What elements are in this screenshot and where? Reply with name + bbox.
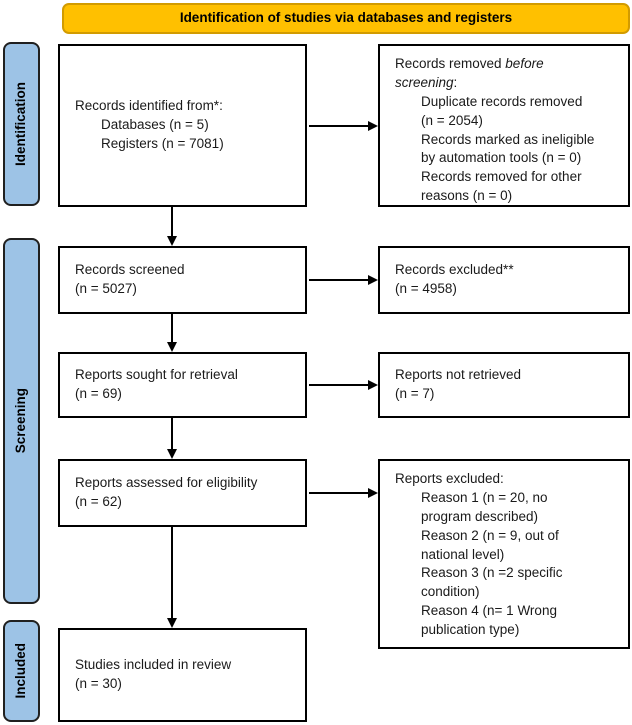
box-line: screening: <box>395 74 620 93</box>
arrow-assessed-to-excluded <box>309 488 378 498</box>
box-item: Reason 3 (n =2 specific condition) <box>421 564 620 602</box>
box-reports-not-retrieved: Reports not retrieved (n = 7) <box>378 352 630 418</box>
box-line: (n = 7) <box>395 386 435 401</box>
banner: Identification of studies via databases … <box>62 3 630 34</box>
box-reports-sought: Reports sought for retrieval (n = 69) <box>58 352 307 418</box>
arrow-sought-to-assessed <box>167 418 177 459</box>
box-records-removed: Records removed before screening: Duplic… <box>378 44 630 207</box>
box-line: Records identified from*: <box>75 98 223 114</box>
box-line: Reason 1 (n = 20, no <box>421 489 548 505</box>
stage-tab-included: Included <box>3 620 40 722</box>
box-line: Reason 2 (n = 9, out of <box>421 527 559 543</box>
box-item: Reason 2 (n = 9, out of national level) <box>421 527 620 565</box>
box-line: (n = 30) <box>75 676 122 691</box>
box-reports-assessed: Reports assessed for eligibility (n = 62… <box>58 459 307 527</box>
box-line: Registers (n = 7081) <box>101 135 224 151</box>
box-line: Reason 4 (n= 1 Wrong <box>421 603 557 619</box>
stage-label-identification: Identification <box>13 82 29 166</box>
box-item: Reason 4 (n= 1 Wrong publication type) <box>421 602 620 640</box>
stage-label-included: Included <box>13 643 29 699</box>
box-line: Databases (n = 5) <box>101 117 209 133</box>
box-line: condition) <box>421 584 480 600</box>
arrow-assessed-to-included <box>167 527 177 628</box>
box-line: (n = 62) <box>75 494 122 509</box>
box-line: by automation tools (n = 0) <box>421 150 582 166</box>
box-line: publication type) <box>421 622 520 638</box>
box-line: program described) <box>421 508 539 524</box>
banner-title: Identification of studies via databases … <box>179 10 513 26</box>
box-line: Records removed for other <box>421 169 582 185</box>
arrow-identified-to-removed <box>309 121 378 131</box>
box-line: (n = 4958) <box>395 281 457 296</box>
box-item: Records removed for other reasons (n = 0… <box>421 168 620 206</box>
box-item: Records marked as ineligible by automati… <box>421 131 620 169</box>
arrow-identified-to-screened <box>167 207 177 246</box>
box-reports-excluded: Reports excluded: Reason 1 (n = 20, no p… <box>378 459 630 649</box>
box-line: Reports sought for retrieval <box>75 367 238 383</box>
box-line: Reports not retrieved <box>395 367 522 383</box>
box-line: Duplicate records removed <box>421 93 583 109</box>
box-line: (n = 2054) <box>421 112 483 128</box>
arrow-screened-to-sought <box>167 314 177 352</box>
box-line: Records marked as ineligible <box>421 131 595 147</box>
box-text: Records removed <box>395 56 506 71</box>
box-line: reasons (n = 0) <box>421 188 513 204</box>
box-item: Reason 1 (n = 20, no program described) <box>421 489 620 527</box>
box-line: Reports excluded: <box>395 471 504 486</box>
box-records-identified: Records identified from*: Databases (n =… <box>58 44 307 207</box>
box-line: (n = 69) <box>75 386 122 401</box>
box-studies-included: Studies included in review (n = 30) <box>58 628 307 722</box>
stage-tab-identification: Identification <box>3 42 40 206</box>
box-text-italic: before <box>505 56 544 71</box>
stage-tab-screening: Screening <box>3 238 40 604</box>
box-records-screened: Records screened (n = 5027) <box>58 246 307 314</box>
box-line: (n = 5027) <box>75 281 137 296</box>
box-text-italic: screening <box>395 74 454 90</box>
box-line: Reason 3 (n =2 specific <box>421 565 563 581</box>
box-records-excluded: Records excluded** (n = 4958) <box>378 246 630 314</box>
box-line: Records screened <box>75 262 185 278</box>
stage-label-screening: Screening <box>13 388 29 454</box>
box-text: : <box>453 74 458 90</box>
box-line: Studies included in review <box>75 657 232 673</box>
box-line: Reports assessed for eligibility <box>75 475 258 491</box>
box-line: Records removed before <box>395 55 620 74</box>
arrow-screened-to-excluded <box>309 275 378 285</box>
box-line: national level) <box>421 546 505 562</box>
box-line: Records excluded** <box>395 262 514 278</box>
arrow-sought-to-not-retrieved <box>309 380 378 390</box>
box-item: Duplicate records removed (n = 2054) <box>421 93 620 131</box>
